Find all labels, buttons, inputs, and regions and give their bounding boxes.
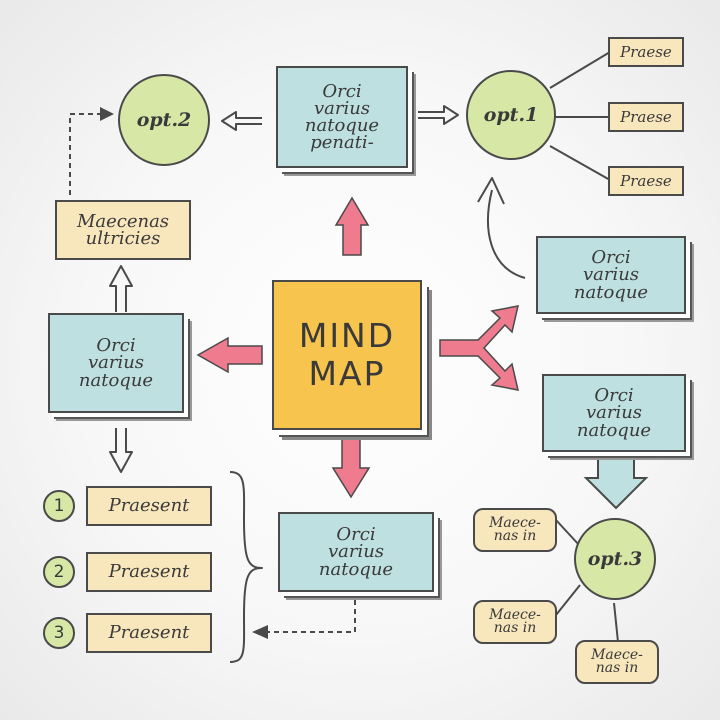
opt3-circle[interactable]: opt.3	[574, 518, 656, 600]
list-item[interactable]: Praesent	[86, 486, 212, 526]
opt1-circle[interactable]: opt.1	[466, 70, 556, 160]
dashed-bottom-to-list	[268, 600, 356, 633]
right-lower-topic-box[interactable]: Orci varius natoque	[542, 374, 686, 452]
opt2-circle[interactable]: opt.2	[118, 74, 210, 166]
pink-arrow-down	[331, 429, 371, 499]
right-upper-topic-box[interactable]: Orci varius natoque	[536, 236, 686, 314]
list-item[interactable]: Praesent	[86, 613, 212, 653]
arrow-right-to-opt1	[487, 189, 526, 279]
arrow-top-to-opt1	[418, 105, 459, 125]
arrow-left-to-note	[109, 265, 133, 312]
pink-arrow-left	[196, 336, 263, 374]
arrow-top-to-opt2	[221, 111, 262, 131]
left-topic-box[interactable]: Orci varius natoque	[48, 313, 184, 413]
arrow-left-down	[109, 428, 133, 473]
opt3-leaf[interactable]: Maece- nas in	[473, 600, 557, 644]
center-topic[interactable]: MIND MAP	[272, 280, 422, 430]
opt1-leaf[interactable]: Praese	[608, 166, 684, 196]
callout-arrow	[583, 446, 649, 510]
opt3-leaf[interactable]: Maece- nas in	[575, 640, 659, 684]
bottom-topic-box[interactable]: Orci varius natoque	[278, 512, 434, 592]
opt1-branches	[549, 51, 611, 181]
pink-arrow-fork	[439, 305, 519, 391]
opt1-leaf[interactable]: Praese	[608, 37, 684, 67]
opt3-branches	[555, 519, 619, 643]
top-topic-box[interactable]: Orci varius natoque penati-	[276, 66, 408, 168]
pink-arrow-up	[334, 196, 370, 256]
brace	[229, 471, 263, 663]
list-number-badge: 2	[43, 556, 75, 588]
opt1-leaf[interactable]: Praese	[608, 102, 684, 132]
list-number-badge: 3	[43, 617, 75, 649]
list-item[interactable]: Praesent	[86, 552, 212, 592]
list-number-badge: 1	[43, 490, 75, 522]
maecenas-note[interactable]: Maecenas ultricies	[55, 200, 191, 260]
opt3-leaf[interactable]: Maece- nas in	[473, 508, 557, 552]
dashed-note-to-opt2	[69, 113, 100, 195]
